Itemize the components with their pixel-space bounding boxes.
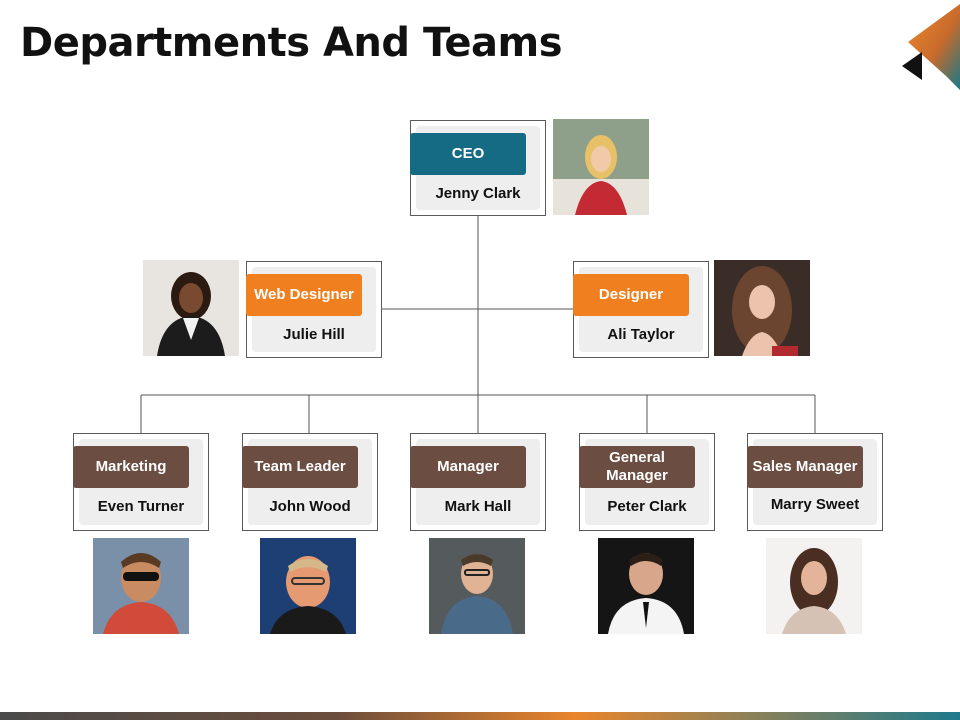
org-card-manager: Manager Mark Hall [410,433,546,531]
person-photo [766,538,862,634]
corner-arrow-icon [902,4,960,90]
role-label: Team Leader [242,446,358,488]
person-photo [553,119,649,215]
org-card-ceo: CEO Jenny Clark [410,120,546,216]
org-card-team-leader: Team Leader John Wood [242,433,378,531]
role-label: Designer [573,274,689,316]
org-card-web-designer: Web Designer Julie Hill [246,261,382,358]
person-photo [143,260,239,356]
org-card-sales-manager: Sales Manager Marry Sweet [747,433,883,531]
person-photo [93,538,189,634]
person-name: Jenny Clark [435,185,521,202]
person-photo [260,538,356,634]
page-title: Departments And Teams [20,20,563,66]
person-name: Mark Hall [444,498,512,515]
person-name: John Wood [269,498,351,515]
role-label: Marketing [73,446,189,488]
role-label: CEO [410,133,526,175]
person-photo [714,260,810,356]
footer-accent-bar [0,712,960,720]
person-name: Ali Taylor [607,326,675,343]
person-photo [429,538,525,634]
person-name: Even Turner [97,498,185,515]
person-name: Peter Clark [607,498,687,515]
org-card-general-manager: General Manager Peter Clark [579,433,715,531]
org-card-designer: Designer Ali Taylor [573,261,709,358]
person-name: Julie Hill [283,326,345,343]
role-label: Web Designer [246,274,362,316]
role-label: Manager [410,446,526,488]
role-label: General Manager [579,446,695,488]
role-label: Sales Manager [747,446,863,488]
person-photo [598,538,694,634]
org-card-marketing: Marketing Even Turner [73,433,209,531]
person-name: Marry Sweet [770,496,860,513]
